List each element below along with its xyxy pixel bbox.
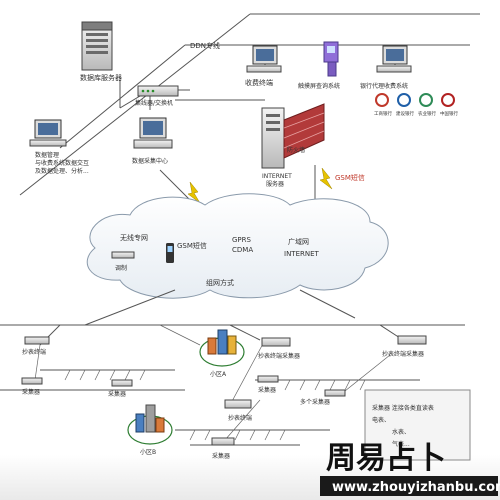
label-firewall: 防火墙 bbox=[287, 146, 305, 154]
switch-icon bbox=[137, 85, 179, 97]
label-data-analysis-2: 与收费系统数据交互 bbox=[35, 159, 89, 167]
label-internet-server-1: INTERNET bbox=[262, 173, 292, 180]
legend-line-3: 水表、 bbox=[392, 428, 410, 436]
label-gsm-side: GSM短信 bbox=[335, 173, 365, 182]
label-network-mode: 组网方式 bbox=[206, 278, 234, 287]
watermark-url: www.zhouyizhanbu.com bbox=[332, 480, 500, 495]
label-internet: INTERNET bbox=[284, 250, 320, 258]
label-database-server: 数据库服务器 bbox=[80, 73, 122, 82]
analysis-pc-icon bbox=[29, 119, 67, 147]
database-server-icon bbox=[81, 21, 113, 71]
label-data-analysis-3: 及数据处理、分析... bbox=[35, 167, 89, 175]
watermark: 周易占卜 www.zhouyizhanbu.com bbox=[320, 441, 500, 496]
terminal-a-icon bbox=[24, 336, 50, 345]
district-b-buildings-icon bbox=[127, 404, 173, 445]
firewall-icon bbox=[283, 103, 325, 159]
label-collector: 采集器 bbox=[22, 388, 40, 396]
icbc-logo-icon bbox=[375, 93, 389, 107]
label-ddn-line: DDN专线 bbox=[190, 41, 220, 50]
label-cloud-modem: 调制 bbox=[115, 264, 127, 272]
label-wireless-line: 无线专网 bbox=[120, 233, 148, 242]
label-collector-d: 采集器 bbox=[212, 452, 230, 460]
wireless-bolt-icon bbox=[319, 167, 333, 190]
legend-line-2: 电表、 bbox=[372, 416, 390, 424]
terminal-b-icon bbox=[261, 337, 291, 347]
network-cloud bbox=[86, 193, 389, 299]
label-terminal-b: 抄表终端采集器 bbox=[258, 352, 300, 360]
bank-logos: 工商银行 建设银行 农业银行 中国银行 bbox=[374, 93, 458, 117]
abc-logo-icon bbox=[419, 93, 433, 107]
terminal-c-icon bbox=[397, 335, 427, 345]
bank-name-1: 建设银行 bbox=[396, 110, 414, 117]
boc-logo-icon bbox=[441, 93, 455, 107]
label-query-system: 触摸屏查询系统 bbox=[298, 82, 340, 90]
watermark-chars: 周易占卜 bbox=[326, 441, 446, 476]
legend-line-4: 气表... bbox=[392, 440, 410, 448]
collector-d-icon bbox=[324, 389, 346, 397]
terminal-d-icon bbox=[224, 399, 252, 409]
label-router-switch: 集线器/交换机 bbox=[135, 99, 173, 107]
meter-drops bbox=[64, 369, 366, 441]
district-a-buildings-icon bbox=[199, 329, 245, 367]
label-gprs: GPRS bbox=[232, 236, 252, 244]
collector-c-icon bbox=[257, 375, 279, 383]
kiosk-icon bbox=[323, 41, 339, 77]
label-terminal-c: 抄表终端采集器 bbox=[382, 350, 424, 358]
label-gsm-msg: GSM短信 bbox=[177, 241, 207, 250]
label-district-a: 小区A bbox=[210, 370, 227, 378]
collector-icon bbox=[21, 377, 43, 385]
bank-name-3: 中国银行 bbox=[440, 110, 458, 117]
bank-name-0: 工商银行 bbox=[374, 110, 392, 117]
modem-icon bbox=[111, 251, 135, 259]
label-bank-system: 银行代理收费系统 bbox=[360, 82, 408, 90]
label-collector-c: 采集器 bbox=[258, 386, 276, 394]
field-bus-lines bbox=[0, 324, 465, 446]
label-terminal-d: 抄表终端 bbox=[228, 414, 252, 422]
label-wan: 广域网 bbox=[288, 237, 309, 246]
label-terminal-a: 抄表终端 bbox=[22, 348, 46, 356]
data-center-pc-icon bbox=[133, 117, 173, 149]
fee-terminal-icon bbox=[246, 45, 282, 73]
ccb-logo-icon bbox=[397, 93, 411, 107]
label-fee-terminal: 收费终端 bbox=[245, 78, 273, 87]
label-cdma: CDMA bbox=[232, 246, 253, 254]
collector-b-icon bbox=[111, 379, 133, 387]
label-internet-server-2: 服务器 bbox=[266, 180, 284, 188]
internet-server-icon bbox=[261, 107, 285, 169]
terminal-e-icon bbox=[211, 437, 235, 446]
label-data-center: 数据采集中心 bbox=[132, 157, 168, 165]
label-multi-collector: 多个采集器 bbox=[300, 398, 330, 406]
legend-box: 采集器 连接各类直读表 电表、 水表、 气表... bbox=[364, 389, 471, 461]
gsm-phone-icon bbox=[166, 243, 174, 263]
bank-name-2: 农业银行 bbox=[418, 110, 436, 117]
label-collector-b: 采集器 bbox=[108, 390, 126, 398]
bank-system-icon bbox=[376, 45, 412, 73]
label-district-b: 小区B bbox=[140, 448, 156, 456]
watermark-url-bar bbox=[320, 476, 498, 496]
legend-line-1: 采集器 连接各类直读表 bbox=[372, 404, 434, 412]
label-data-analysis-1: 数据管理 bbox=[35, 151, 59, 159]
